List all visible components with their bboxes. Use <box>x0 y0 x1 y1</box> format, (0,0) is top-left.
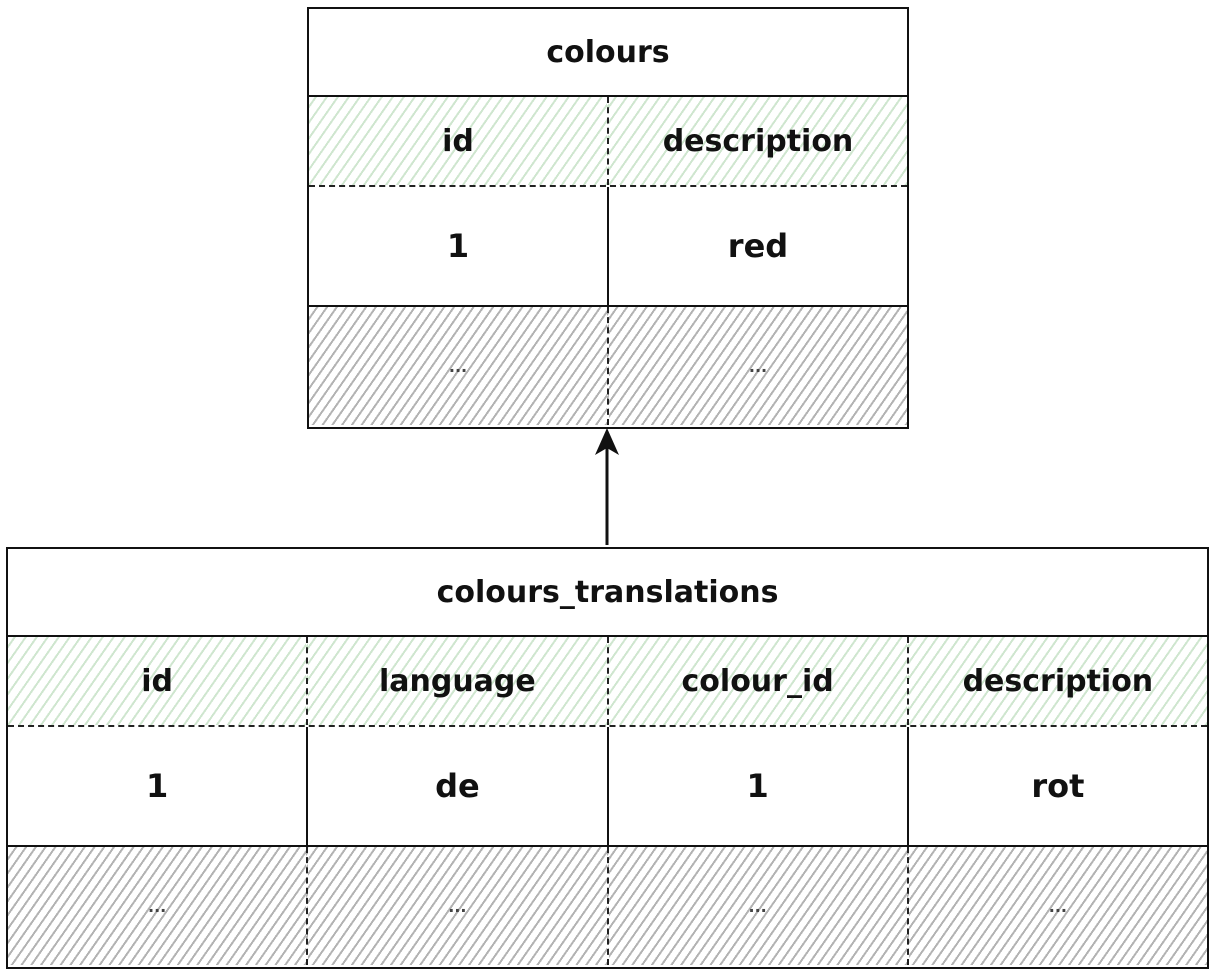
table-row: 1 de 1 rot <box>8 727 1207 847</box>
table-title: colours <box>309 9 907 97</box>
ellipsis-cell: ... <box>309 307 607 425</box>
ellipsis-cell: ... <box>8 847 307 965</box>
cell-description: red <box>607 187 907 305</box>
arrow-head <box>595 428 619 455</box>
ellipsis-cell: ... <box>306 847 607 965</box>
cell-id: 1 <box>446 227 470 265</box>
cell-colour-id: 1 <box>606 727 907 845</box>
column-header-colour-id: colour_id <box>606 637 907 725</box>
header-row: id language colour_id description <box>8 637 1207 727</box>
header-row: id description <box>309 97 907 187</box>
cell-language: de <box>306 727 606 845</box>
cell-description: rot <box>906 727 1207 845</box>
column-header-description: description <box>607 97 907 185</box>
table-row: 1 red <box>309 187 907 307</box>
colours-translations-table: colours_translations id language colour_… <box>6 547 1209 969</box>
ellipsis-cell: ... <box>906 847 1207 965</box>
table-title: colours_translations <box>8 549 1207 637</box>
colours-table: colours id description 1 red ... ... <box>307 7 909 429</box>
column-header-id: id <box>8 637 307 725</box>
cell-id: 1 <box>145 767 169 805</box>
ellipsis-row: ... ... <box>309 307 907 425</box>
column-header-description: description <box>906 637 1207 725</box>
column-header-id: id <box>309 97 607 185</box>
column-header-language: language <box>306 637 607 725</box>
ellipsis-row: ... ... ... ... <box>8 847 1207 965</box>
ellipsis-cell: ... <box>607 307 907 425</box>
ellipsis-cell: ... <box>606 847 907 965</box>
